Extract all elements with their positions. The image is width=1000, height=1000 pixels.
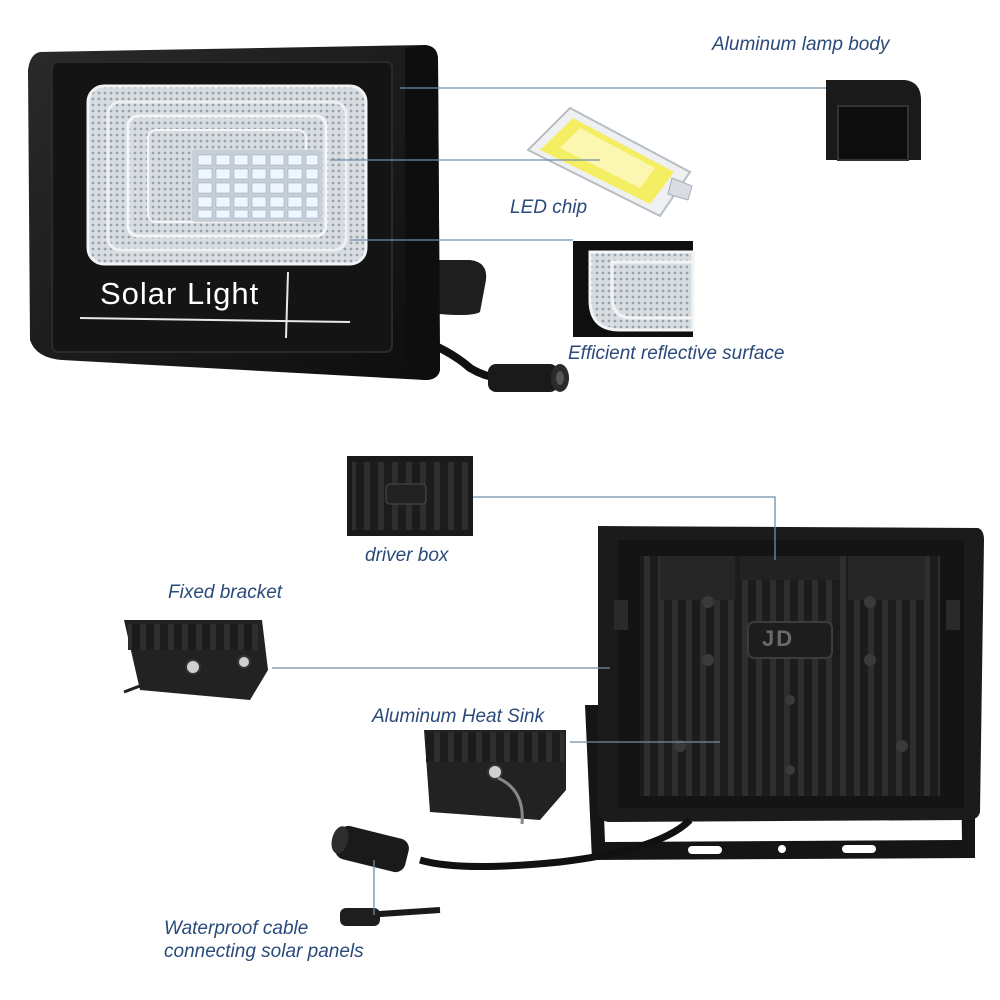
front-floodlight (28, 45, 569, 392)
product-front-text: Solar Light (100, 276, 260, 311)
leader-lines (272, 87, 826, 915)
inset-lamp-body (826, 78, 922, 161)
label-cable-line1: Waterproof cable (164, 918, 309, 939)
inset-cable-end (340, 907, 441, 926)
inset-reflective-surface (573, 241, 695, 337)
label-aluminum-lamp-body: Aluminum lamp body (712, 34, 890, 55)
inset-led-chip (526, 106, 693, 218)
label-reflective-surface: Efficient reflective surface (568, 343, 785, 364)
label-heat-sink: Aluminum Heat Sink (372, 706, 545, 727)
led-array (197, 154, 319, 219)
inset-fixed-bracket (120, 617, 272, 705)
label-fixed-bracket: Fixed bracket (168, 582, 283, 603)
label-led-chip: LED chip (510, 197, 588, 218)
inset-heat-sink (420, 727, 570, 827)
back-logo-text: JD (762, 626, 795, 651)
label-driver-box: driver box (365, 545, 449, 566)
label-cable-line2: connecting solar panels (164, 941, 364, 962)
inset-driver-box (347, 456, 473, 536)
back-floodlight (331, 526, 984, 873)
